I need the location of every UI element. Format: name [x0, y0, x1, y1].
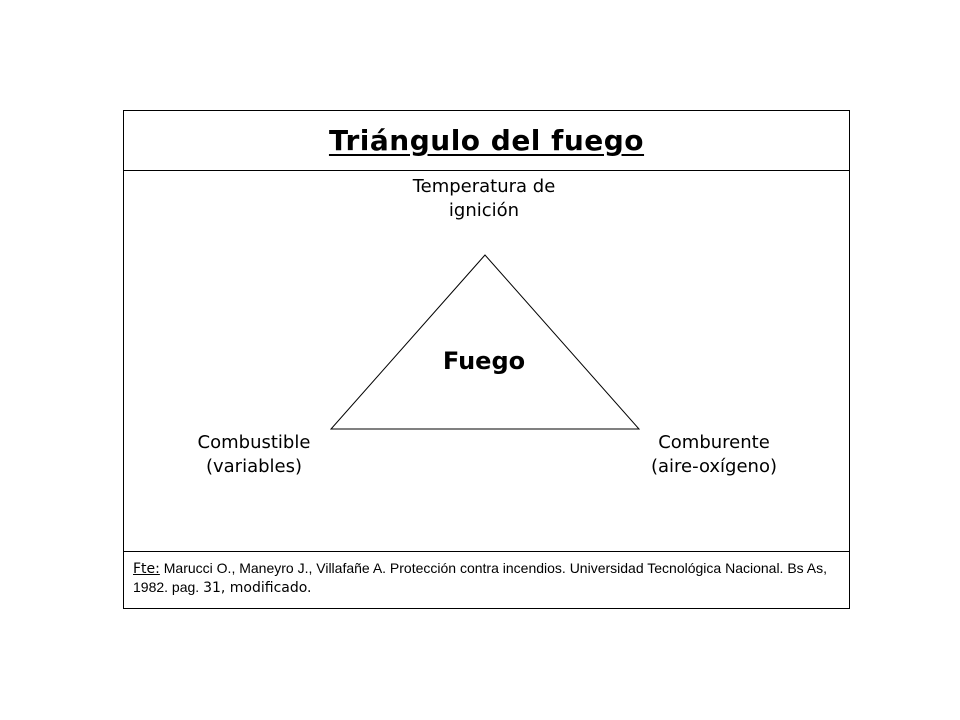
label-right-line-1: Comburente [658, 432, 770, 453]
source-tail: 31, modificado. [203, 580, 312, 596]
source-text: Marucci O., Maneyro J., Villafañe A. Pro… [133, 560, 828, 595]
triangle-shape [329, 254, 641, 430]
label-left-line-1: Combustible [197, 432, 311, 453]
label-fuel: Combustible (variables) [154, 431, 354, 479]
title-row: Triángulo del fuego [124, 111, 849, 171]
label-fire: Fuego [442, 347, 526, 375]
label-top-line-1: Temperatura de [412, 176, 556, 197]
fire-triangle [329, 254, 641, 430]
label-oxidizer: Comburente (aire-oxígeno) [614, 431, 814, 479]
diagram-area: Temperatura de ignición Fuego Combustibl… [124, 171, 849, 552]
label-ignition-temperature: Temperatura de ignición [374, 175, 594, 223]
source-prefix: Fte: [133, 561, 160, 577]
diagram-frame: Triángulo del fuego Temperatura de ignic… [123, 110, 850, 609]
source-citation: Fte: Marucci O., Maneyro J., Villafañe A… [124, 551, 849, 608]
label-left-line-2: (variables) [205, 456, 303, 477]
diagram-title: Triángulo del fuego [328, 124, 645, 157]
label-top-line-2: ignición [448, 200, 520, 221]
label-right-line-2: (aire-oxígeno) [650, 456, 778, 477]
